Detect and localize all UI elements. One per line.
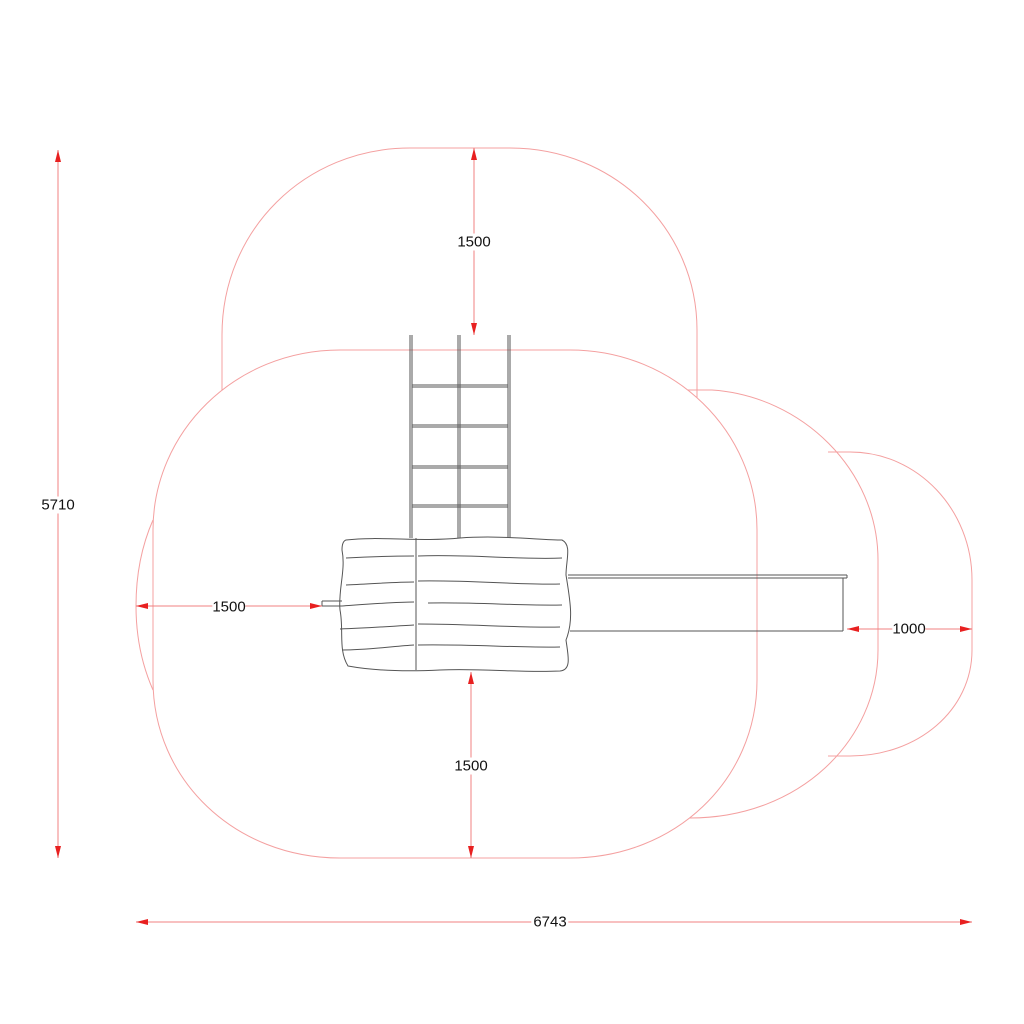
left-clearance-label: 1500 bbox=[212, 598, 246, 616]
platform bbox=[321, 536, 572, 672]
ladder bbox=[409, 335, 511, 538]
bottom-clearance-label: 1500 bbox=[454, 757, 488, 775]
safety-zone-top bbox=[221, 147, 698, 398]
slide bbox=[568, 574, 848, 632]
safety-zone-right-outer bbox=[828, 451, 973, 757]
top-clearance-label: 1500 bbox=[457, 233, 491, 251]
right-clearance-label: 1000 bbox=[892, 620, 926, 638]
total-width-label: 6743 bbox=[531, 913, 569, 931]
safety-zone-main bbox=[152, 349, 758, 859]
safety-zone-right-inner bbox=[688, 389, 879, 819]
total-height-label: 5710 bbox=[41, 496, 75, 514]
dimension-lines bbox=[55, 148, 972, 925]
safety-zones bbox=[135, 147, 973, 859]
